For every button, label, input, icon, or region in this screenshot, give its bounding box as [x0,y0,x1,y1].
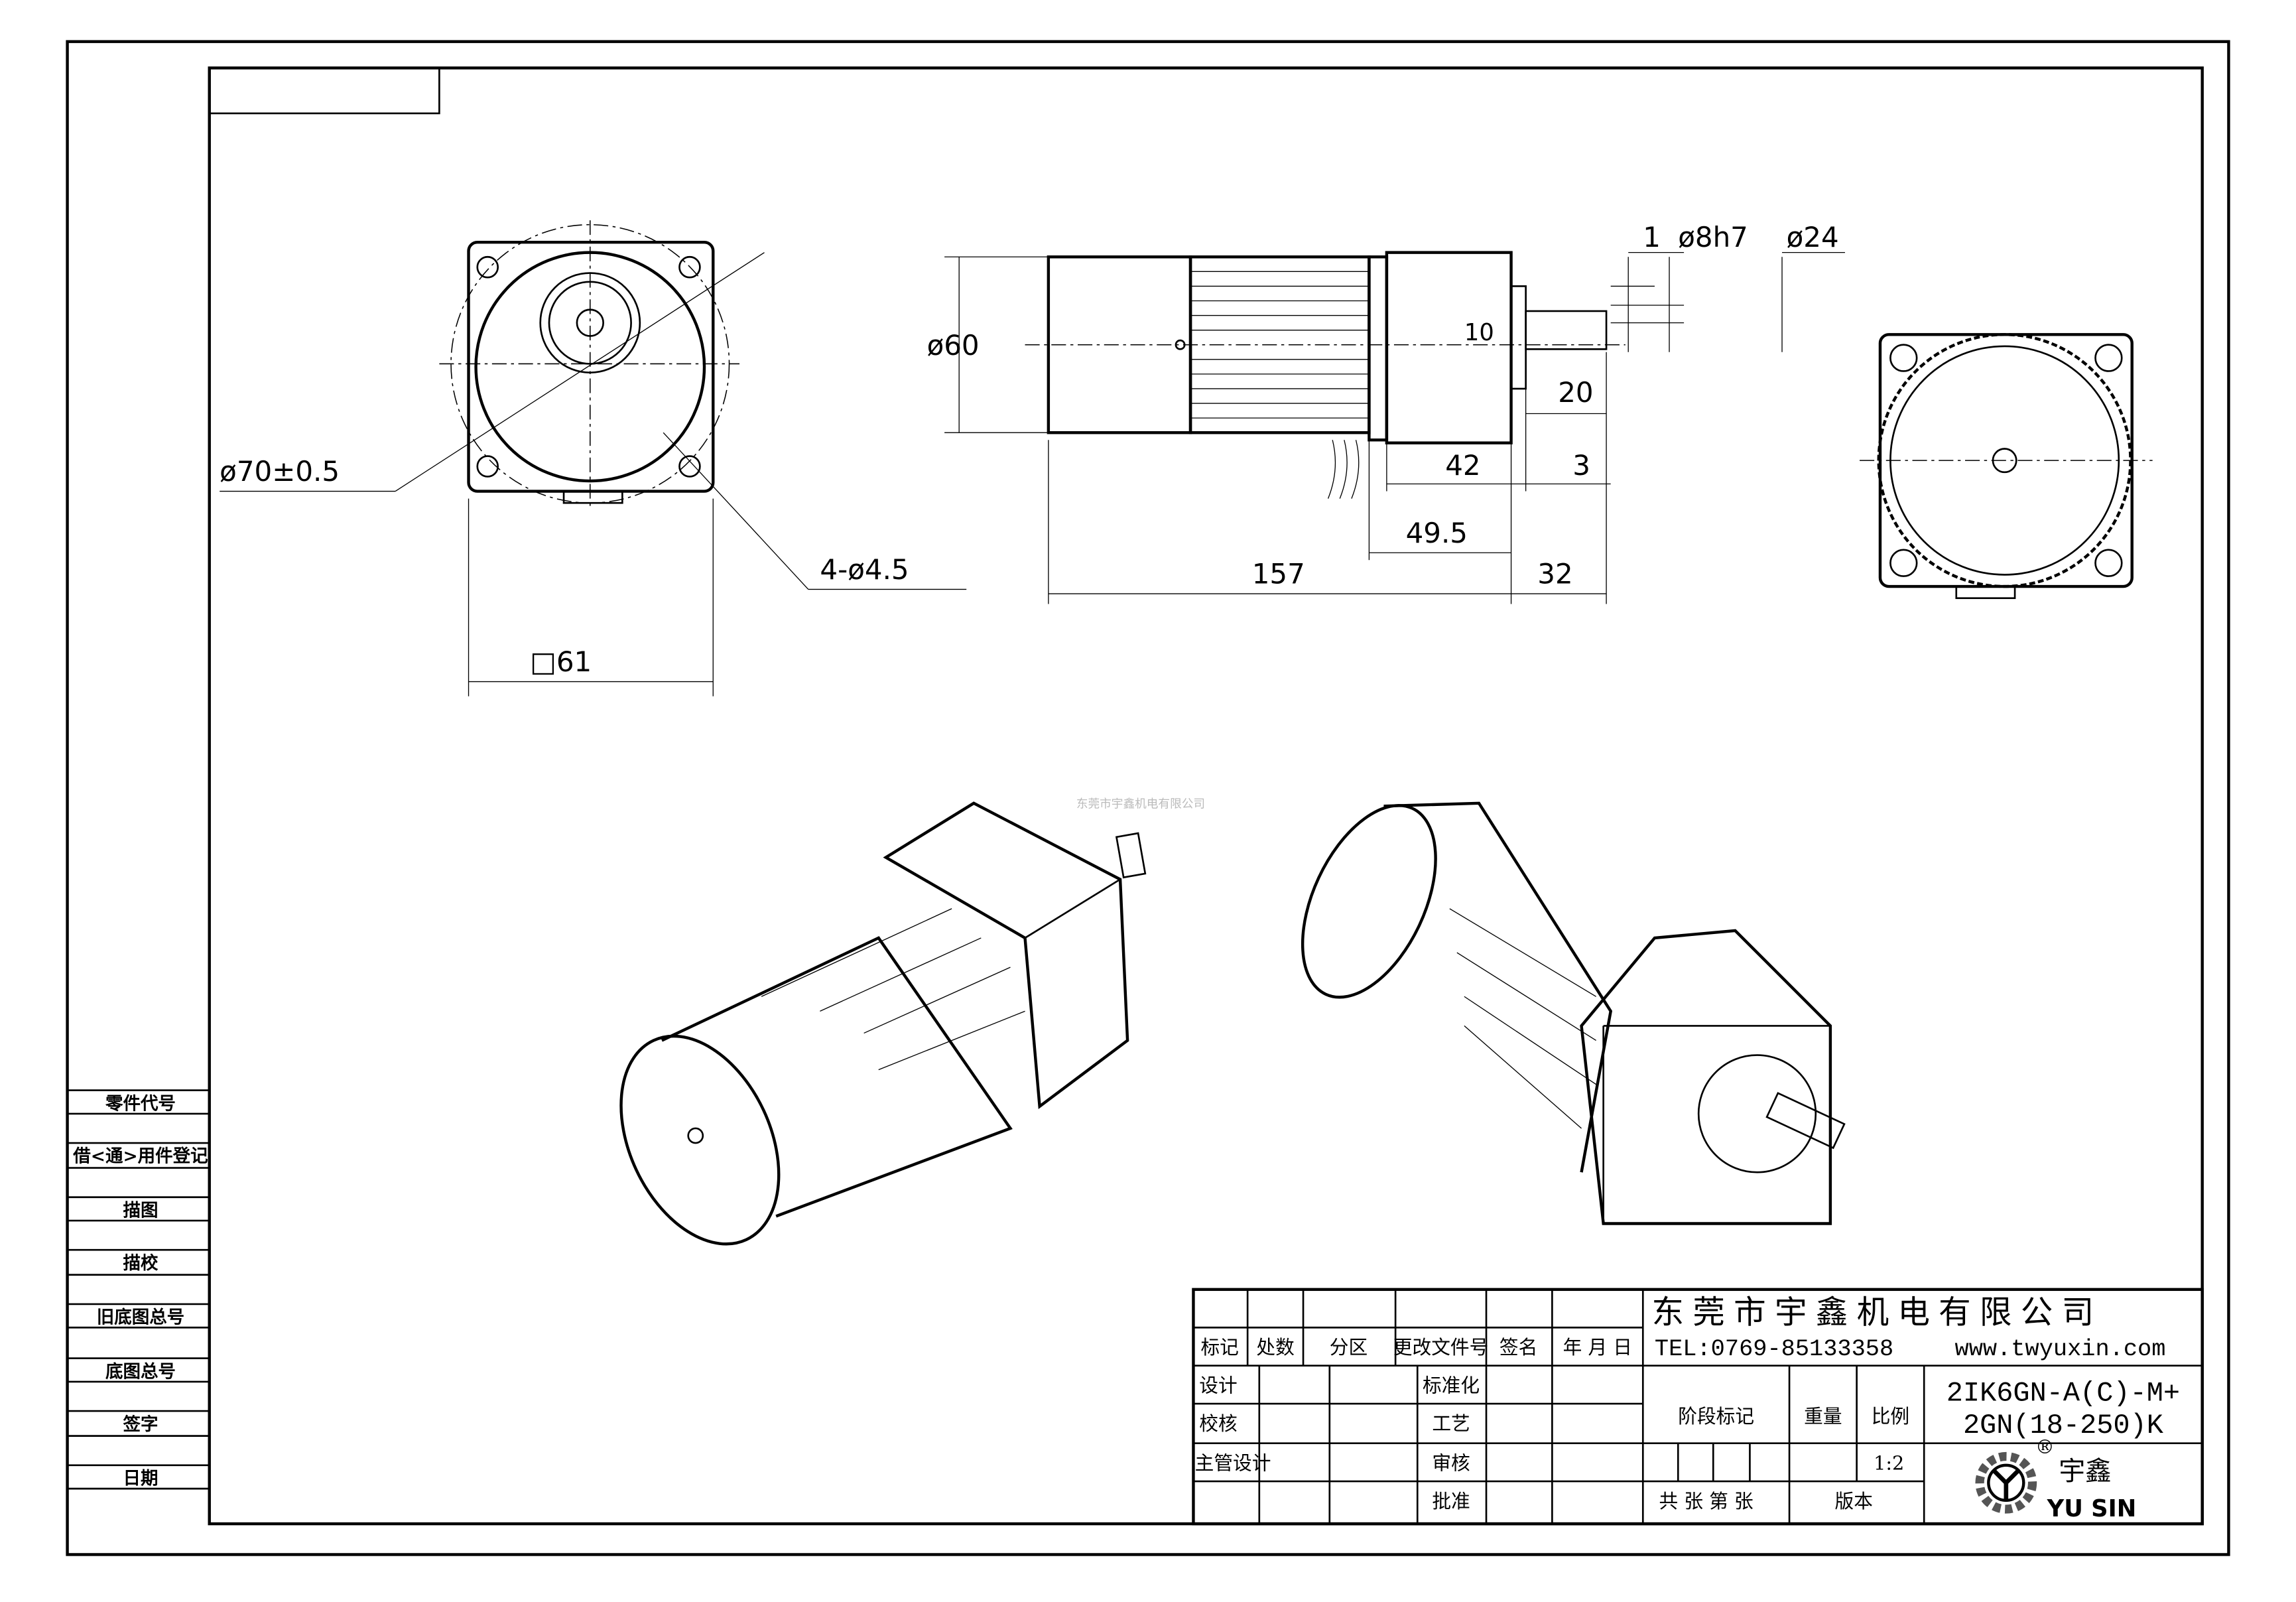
label-sheets: 共 张 第 张 [1659,1490,1754,1512]
label-check: 校核 [1199,1412,1237,1435]
side-label: 借<通>用件登记 [72,1146,208,1167]
dim-boss-dia: ø24 [1787,221,1839,253]
dim-32: 32 [1537,558,1572,590]
label-design: 设计 [1199,1374,1237,1396]
company-website: www.twyuxin.com [1955,1336,2166,1363]
header-count: 处数 [1256,1336,1294,1359]
company-tel: TEL:0769-85133358 [1655,1336,1893,1363]
dim-3: 3 [1572,449,1590,482]
company-name: 东莞市宇鑫机电有限公司 [1652,1294,2103,1331]
side-label: 描校 [123,1253,158,1274]
model-line-1: 2IK6GN-A(C)-M+ [1946,1378,2180,1410]
dim-square: □61 [530,645,592,678]
dim-20: 20 [1558,376,1593,409]
label-review: 审核 [1432,1451,1470,1474]
label-stage: 阶段标记 [1678,1405,1754,1428]
dim-shaft-dia: ø8h7 [1678,221,1748,253]
logo-registered: ® [2035,1435,2055,1458]
front-view: ø70±0.5 4-ø4.5 □61 [220,220,967,697]
side-label: 底图总号 [105,1361,176,1382]
company-logo: ® 宇鑫 YU SIN [1975,1435,2137,1522]
corner-box [208,67,440,115]
header-zone: 分区 [1330,1336,1368,1359]
logo-en: YU SIN [2047,1495,2137,1522]
dim-49-5: 49.5 [1406,517,1468,549]
label-version: 版本 [1835,1490,1873,1512]
header-change-doc: 更改文件号 [1393,1336,1488,1359]
dim-key: 1 [1643,221,1661,253]
dim-10: 10 [1464,319,1494,346]
title-block: 标记 处数 分区 更改文件号 签名 年 月 日 设计 校核 主管设计 标准化 工… [1192,1288,2204,1526]
model-line-2: 2GN(18-250)K [1963,1410,2164,1441]
dim-holes: 4-ø4.5 [820,553,909,586]
dim-42: 42 [1445,449,1480,482]
label-process: 工艺 [1432,1412,1470,1435]
isometric-view-right [1301,801,1846,1225]
label-standardization: 标准化 [1423,1374,1480,1396]
dim-flange-dia: ø70±0.5 [220,455,340,488]
watermark: 东莞市宇鑫机电有限公司 [1076,797,1205,811]
side-label: 日期 [123,1468,158,1489]
side-label: 零件代号 [105,1093,176,1114]
side-label: 签字 [123,1414,158,1435]
side-label: 旧底图总号 [97,1307,184,1328]
side-label: 描图 [123,1200,158,1221]
label-chief-design: 主管设计 [1195,1451,1271,1474]
side-panel: 零件代号 借<通>用件登记 描图 描校 旧底图总号 底图总号 签字 日期 [67,1089,210,1490]
isometric-view-left [619,801,1147,1246]
outer-border [66,40,2230,1556]
label-weight: 重量 [1804,1405,1842,1428]
side-view: ø60 1 ø8h7 ø24 10 20 42 3 49.5 157 32 [927,221,1845,604]
header-date: 年 月 日 [1563,1336,1632,1359]
header-mark: 标记 [1201,1336,1239,1359]
rear-view [1860,333,2153,600]
label-scale: 比例 [1872,1405,1909,1428]
dim-body-dia: ø60 [927,329,980,362]
header-signature: 签名 [1499,1336,1537,1359]
logo-cn: 宇鑫 [2059,1456,2111,1487]
label-approve: 批准 [1432,1490,1470,1512]
scale-value: 1:2 [1874,1451,1904,1474]
dim-157: 157 [1252,558,1305,590]
